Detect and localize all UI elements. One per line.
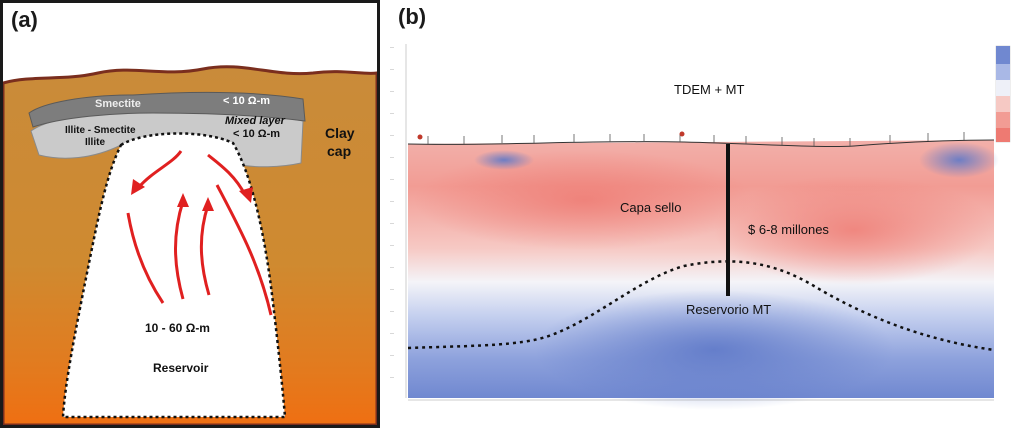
svg-text:—: — bbox=[390, 88, 394, 93]
reservoir-label: Reservoir bbox=[153, 361, 209, 375]
clay-label: Clay bbox=[325, 125, 355, 141]
svg-text:—: — bbox=[390, 132, 394, 137]
panel-a-label: (a) bbox=[11, 7, 38, 32]
svg-text:—: — bbox=[390, 44, 394, 49]
svg-text:—: — bbox=[390, 330, 394, 335]
topography-line bbox=[407, 139, 995, 148]
seal-label: Capa sello bbox=[620, 200, 682, 215]
mixed-layer-resistivity-label: < 10 Ω-m bbox=[233, 128, 281, 140]
svg-text:—: — bbox=[390, 66, 394, 71]
svg-text:—: — bbox=[390, 374, 394, 379]
illite-smectite-label: Illite - Smectite bbox=[65, 125, 136, 136]
panel-a-clay-cap-model: (a) Smectite < 10 Ω-m Illite - Smectite … bbox=[0, 0, 380, 428]
reservoir-top-line bbox=[407, 260, 995, 352]
mixed-layer-label: Mixed layer bbox=[225, 115, 285, 127]
svg-text:—: — bbox=[390, 264, 394, 269]
reservoir-mt-label: Reservorio MT bbox=[686, 302, 772, 317]
panel-b-label: (b) bbox=[398, 4, 427, 29]
station-markers bbox=[427, 132, 965, 146]
reservoir-body bbox=[61, 132, 287, 419]
svg-text:—: — bbox=[390, 220, 394, 225]
cap-label: cap bbox=[327, 143, 352, 159]
reservoir-resistivity-label: 10 - 60 Ω-m bbox=[145, 321, 210, 335]
convection-arrows bbox=[126, 150, 273, 316]
color-scale-legend bbox=[995, 45, 1011, 143]
svg-text:—: — bbox=[390, 110, 394, 115]
smectite-label: Smectite bbox=[95, 98, 141, 110]
clay-cap-diagram bbox=[3, 3, 377, 425]
method-title: TDEM + MT bbox=[674, 82, 745, 97]
cost-label: $ 6-8 millones bbox=[748, 222, 829, 237]
illite-label: Illite bbox=[85, 137, 106, 148]
svg-text:—: — bbox=[390, 286, 394, 291]
panel-b-resistivity-section: — — — — — — — — — — — — — — — — bbox=[384, 0, 1027, 428]
svg-text:—: — bbox=[390, 308, 394, 313]
svg-text:—: — bbox=[390, 242, 394, 247]
svg-text:—: — bbox=[390, 176, 394, 181]
smectite-resistivity-label: < 10 Ω-m bbox=[223, 95, 271, 107]
svg-text:—: — bbox=[390, 154, 394, 159]
svg-text:—: — bbox=[390, 198, 394, 203]
smectite-layer bbox=[28, 91, 306, 128]
resistivity-cross-section: — — — — — — — — — — — — — — — — bbox=[390, 44, 1011, 410]
svg-text:—: — bbox=[390, 352, 394, 357]
